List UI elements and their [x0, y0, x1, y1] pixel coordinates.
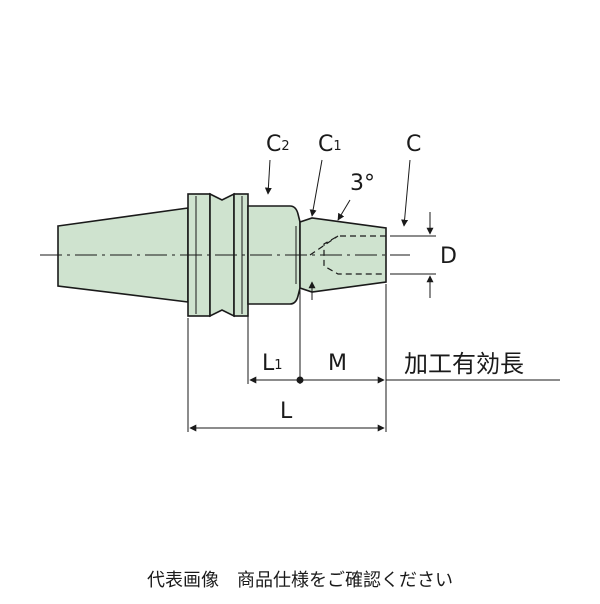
l1-label: L1 — [262, 351, 283, 376]
c-leader — [401, 159, 411, 227]
gauge-point — [296, 376, 304, 384]
c2-leader — [264, 159, 272, 195]
caption: 代表画像 商品仕様をご確認ください — [147, 570, 453, 591]
extension-lines — [187, 284, 387, 432]
c1-label: C1 — [318, 132, 342, 157]
d-dimension — [390, 212, 436, 298]
angle-leader — [337, 199, 351, 221]
c2-label: C2 — [266, 132, 290, 157]
angle-label: 3° — [350, 171, 375, 196]
m-label: M — [328, 351, 347, 376]
l-label: L — [280, 399, 293, 424]
d-label: D — [440, 244, 457, 269]
effective-length-label: 加工有効長 — [404, 350, 524, 378]
c-label: C — [406, 132, 421, 157]
c1-leader — [309, 159, 323, 217]
